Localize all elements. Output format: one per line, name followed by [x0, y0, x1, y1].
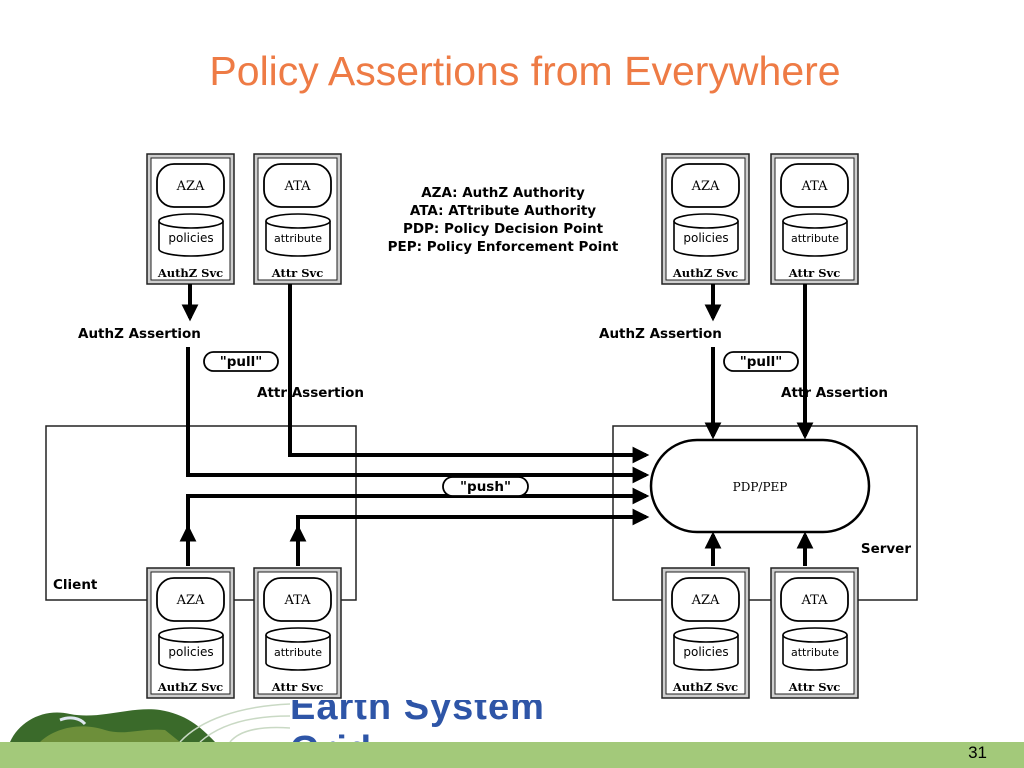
slide-number: 31: [968, 743, 987, 762]
globe-icon: [10, 703, 290, 742]
client-authz-svc-bottom: [146, 567, 235, 699]
legend-line: PDP: Policy Decision Point: [403, 221, 604, 237]
svc-store: policies: [168, 645, 213, 659]
svc-name: ATA: [283, 179, 311, 194]
svc-name: AZA: [176, 593, 205, 608]
push-label: "push": [460, 479, 511, 495]
server-authz-svc-top: [661, 153, 750, 285]
pdp-pep-node: [649, 438, 871, 534]
svc-caption: AuthZ Svc: [157, 680, 223, 694]
svc-name: ATA: [800, 593, 828, 608]
svc-caption: Attr Svc: [788, 680, 840, 694]
svc-store: attribute: [791, 646, 839, 659]
svc-store: policies: [168, 231, 213, 245]
pull-badge-client: [203, 351, 279, 372]
push-badge: [442, 476, 529, 497]
svc-caption: AuthZ Svc: [157, 266, 223, 280]
label-authz-assertion-client: AuthZ Assertion: [78, 326, 201, 342]
svc-store: attribute: [791, 232, 839, 245]
flow-attr-assertion-client: [288, 284, 650, 464]
legend-line: ATA: ATtribute Authority: [410, 203, 596, 219]
svc-name: ATA: [283, 593, 311, 608]
label-attr-assertion-client: Attr Assertion: [257, 385, 364, 401]
client-attr-svc-bottom: [253, 567, 342, 699]
pull-label: "pull": [740, 354, 783, 370]
label-attr-assertion-server: Attr Assertion: [781, 385, 888, 401]
svc-store: policies: [683, 645, 728, 659]
earth-system-grid-logo: Earth System Grid: [0, 700, 590, 742]
svc-caption: Attr Svc: [271, 680, 323, 694]
logo-text: Earth System Grid: [290, 700, 545, 742]
pdp-pep-label: PDP/PEP: [733, 480, 788, 494]
svc-caption: AuthZ Svc: [672, 680, 738, 694]
svc-store: attribute: [274, 232, 322, 245]
label-authz-assertion-server: AuthZ Assertion: [599, 326, 722, 342]
server-label: Server: [861, 541, 911, 557]
server-attr-svc-bottom: [770, 567, 859, 699]
svc-name: AZA: [691, 593, 720, 608]
legend-line: PEP: Policy Enforcement Point: [388, 239, 619, 255]
svc-caption: AuthZ Svc: [672, 266, 738, 280]
client-attr-svc-top: [253, 153, 342, 285]
server-authz-svc-bottom: [661, 567, 750, 699]
footer-bar: [0, 742, 1024, 768]
flow-authz-assertion-client: [186, 347, 650, 484]
svc-caption: Attr Svc: [271, 266, 323, 280]
svc-name: ATA: [800, 179, 828, 194]
svc-store: attribute: [274, 646, 322, 659]
policy-assertion-diagram: AZA policies AuthZ Svc ATA attribute Att…: [45, 153, 918, 699]
svc-name: AZA: [691, 179, 720, 194]
server-attr-svc-top: [770, 153, 859, 285]
pull-label: "pull": [220, 354, 263, 370]
legend-line: AZA: AuthZ Authority: [421, 185, 585, 201]
client-label: Client: [53, 577, 98, 593]
svc-store: policies: [683, 231, 728, 245]
svc-name: AZA: [176, 179, 205, 194]
svc-caption: Attr Svc: [788, 266, 840, 280]
slide-title: Policy Assertions from Everywhere: [209, 48, 841, 94]
client-authz-svc-top: [146, 153, 235, 285]
pull-badge-server: [723, 351, 799, 372]
